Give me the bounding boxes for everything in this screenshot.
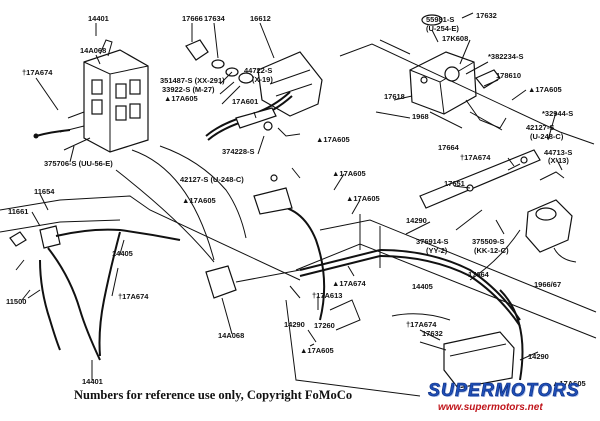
copyright-caption: Numbers for reference use only, Copyrigh… <box>74 388 353 402</box>
part-number-label: ▲17A605 <box>528 85 562 94</box>
part-number-label: 17K608 <box>442 34 468 43</box>
part-number-label: ▲17A605 <box>332 169 366 178</box>
part-number-label: 14405 <box>412 282 433 291</box>
washer-motor-drawing <box>469 163 577 281</box>
part-number-label: (KK-12-C) <box>474 246 509 255</box>
part-number-label: ▲17A605 <box>346 194 380 203</box>
wiper-motor-drawing <box>375 14 507 129</box>
part-number-label: 11654 <box>34 187 55 196</box>
part-number-label: 17666 <box>182 14 203 23</box>
part-number-label: 14405 <box>112 249 133 258</box>
part-number-label: 178610 <box>496 71 521 80</box>
part-number-label: ▲17A605 <box>182 196 216 205</box>
wiring-harness-drawing <box>115 145 521 331</box>
part-number-label: 376914-S <box>416 237 449 246</box>
reservoir-drawing <box>443 289 524 389</box>
part-number-label: 17651 <box>444 179 465 188</box>
part-number-label: 17664 <box>468 270 490 279</box>
part-number-label: 17664 <box>438 143 460 152</box>
junction-block-drawing <box>33 39 149 153</box>
part-number-label: 44722-S <box>244 66 272 75</box>
part-number-label: 55981-S <box>426 15 454 24</box>
part-number-label: 14A068 <box>218 331 244 340</box>
part-number-label: (U-248-C) <box>530 132 564 141</box>
part-number-label: 17260 <box>314 321 335 330</box>
part-number-label: 42127-S (U-248-C) <box>180 175 244 184</box>
cowl-outline-drawing <box>285 43 597 397</box>
part-number-label: ▲17A605 <box>552 379 586 388</box>
part-number-label: †17A674 <box>406 320 437 329</box>
part-number-label: 33922-S (M-27) <box>162 85 215 94</box>
part-number-label: 14290 <box>406 216 427 225</box>
part-label-layer: 14401 14A068 †17A674 375706-S (UU-56-E) 1766… <box>6 11 586 388</box>
part-number-label: 1966/67 <box>534 280 561 289</box>
part-number-label: (X-13) <box>548 156 569 165</box>
part-number-label: 42127-S <box>526 123 554 132</box>
part-number-label: †17A674 <box>460 153 491 162</box>
part-number-label: (X-19) <box>252 75 273 84</box>
supermotors-watermark: SUPERMOTORS www.supermotors.net <box>424 380 594 416</box>
part-number-label: 14A068 <box>80 46 106 55</box>
part-number-label: †17A674 <box>118 292 149 301</box>
part-number-label: 14401 <box>88 14 109 23</box>
part-number-label: (YY-2) <box>426 246 448 255</box>
part-number-label: ▲17A605 <box>300 346 334 355</box>
part-number-label: 44713-S <box>544 148 572 157</box>
part-number-label: (U-254-E) <box>426 24 459 33</box>
part-number-label: 17632 <box>476 11 497 20</box>
part-number-label: 11500 <box>6 297 26 306</box>
part-number-label: 375706-S (UU-56-E) <box>44 159 113 168</box>
part-number-label: 375509-S <box>472 237 505 246</box>
part-number-label: 1968 <box>412 112 429 121</box>
part-number-label: 17634 <box>204 14 226 23</box>
part-number-label: †17A674 <box>22 68 53 77</box>
part-number-label: 17632 <box>422 329 443 338</box>
watermark-url: www.supermotors.net <box>438 402 543 413</box>
part-number-label: 14401 <box>82 377 103 386</box>
part-number-label: ▲17A605 <box>164 94 198 103</box>
leader-lines <box>27 12 563 380</box>
left-bracket-drawing <box>0 195 301 361</box>
part-number-label: 374228-S <box>222 147 255 156</box>
part-number-label: 14290 <box>284 320 305 329</box>
part-number-label: 351487-S (XX-291) <box>160 76 225 85</box>
part-number-label: 17A601 <box>232 97 258 106</box>
part-number-label: †17A613 <box>312 291 342 300</box>
part-number-label: 17618 <box>384 92 405 101</box>
part-number-label: ▲17A674 <box>332 279 367 288</box>
part-number-label: ▲17A605 <box>316 135 350 144</box>
part-number-label: *382234-S <box>488 52 523 61</box>
part-number-label: *32944-S <box>542 109 573 118</box>
part-number-label: 16612 <box>250 14 271 23</box>
watermark-brand: SUPERMOTORS <box>428 380 580 401</box>
part-number-label: 14290 <box>528 352 549 361</box>
part-number-label: 11661 <box>8 207 28 216</box>
